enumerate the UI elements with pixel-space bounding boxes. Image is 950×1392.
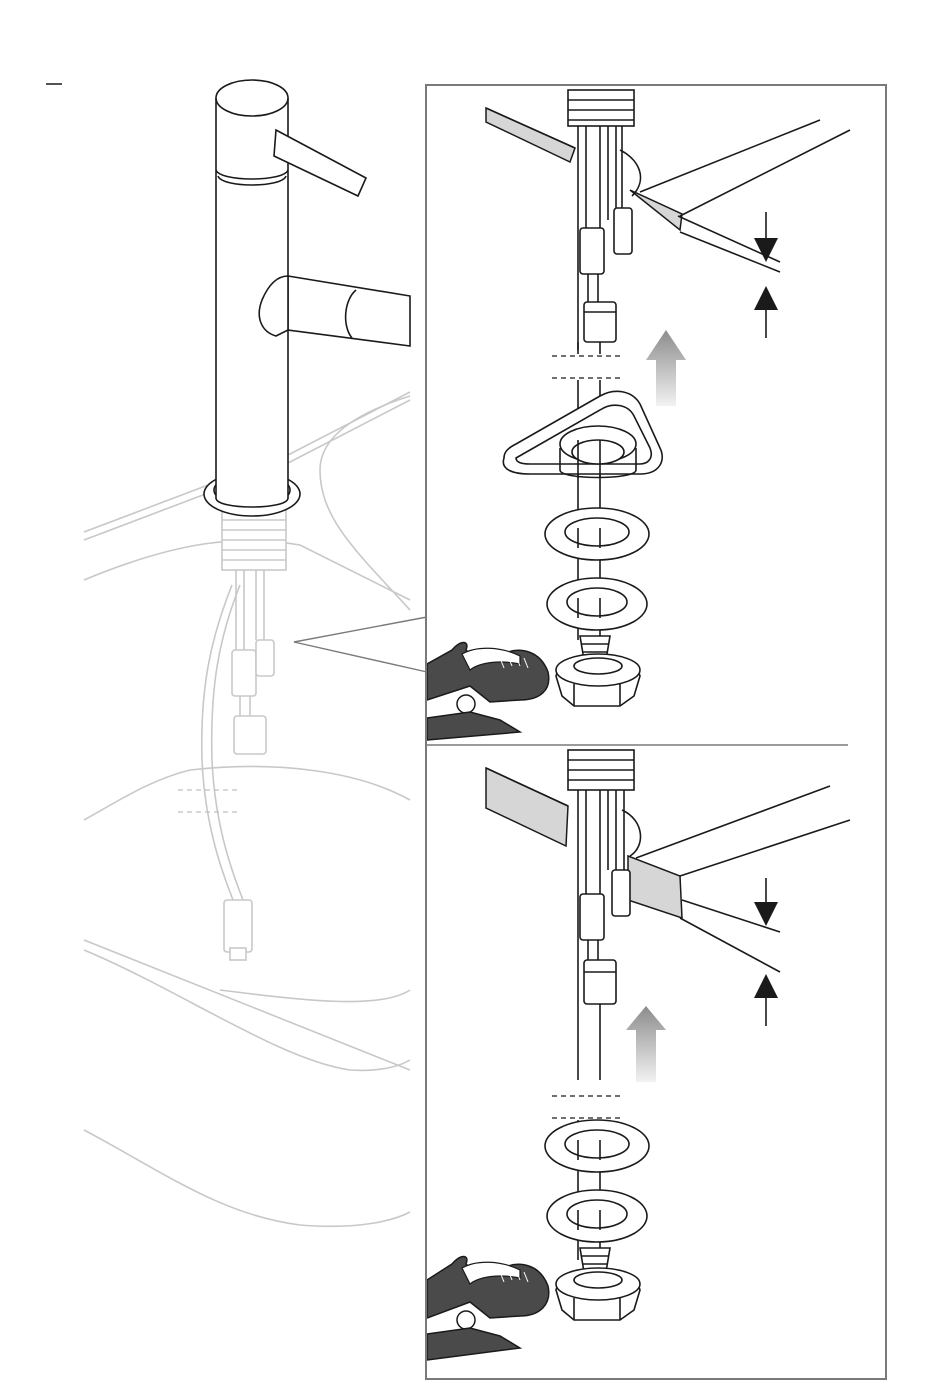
dimension-arrow-icon	[754, 212, 778, 338]
faucet-body	[178, 80, 410, 960]
wrench-icon	[427, 643, 549, 741]
washer-1	[545, 508, 649, 560]
wrench-icon	[427, 1257, 549, 1361]
detail-panel-bottom	[427, 750, 850, 1360]
hex-nut	[556, 654, 640, 706]
washer-4	[547, 1190, 647, 1242]
detail-panel-top	[427, 90, 850, 740]
washer-3	[545, 1120, 649, 1172]
countertop-thick	[486, 768, 568, 846]
up-arrow-icon	[646, 330, 686, 406]
washer-2	[547, 578, 647, 630]
hex-nut-bottom	[556, 1268, 640, 1320]
callout-lines	[294, 617, 427, 672]
dimension-arrow-icon	[754, 878, 778, 1026]
up-arrow-icon	[626, 1006, 666, 1082]
countertop-thin	[486, 108, 575, 162]
